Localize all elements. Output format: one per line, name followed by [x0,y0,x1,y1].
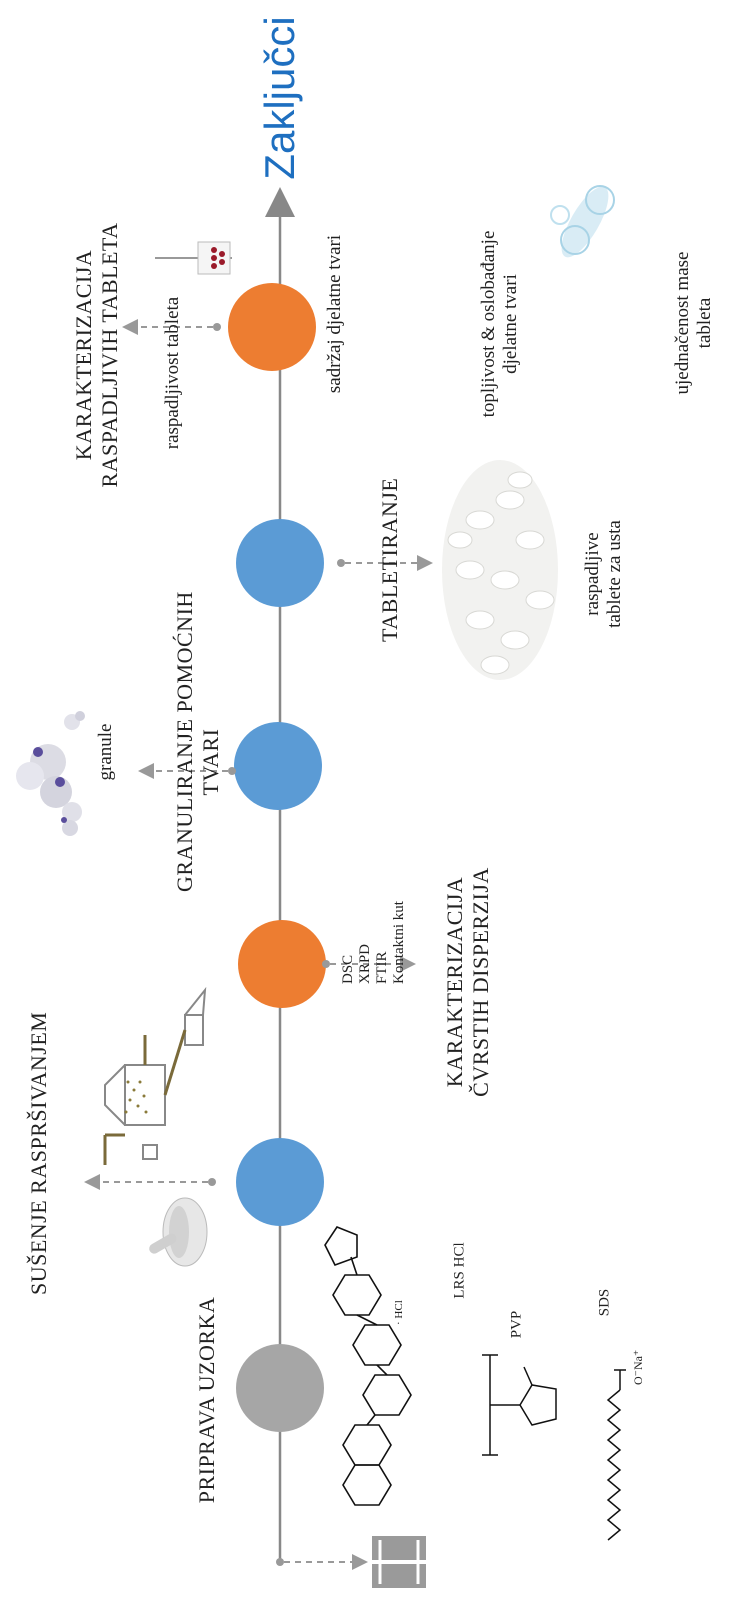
stage-label-karakterizacija-rt: KARAKTERIZACIJA RASPADLJIVIH TABLETA [71,210,123,500]
stage-label-line: TVARI [198,728,223,796]
stage-label-line: RASPADLJIVIH TABLETA [97,222,122,488]
lrs-hcl-structure-icon [324,1226,412,1506]
test-raspadljivost-label: raspadljivost tableta [162,296,183,450]
stage-label-line: KARAKTERIZACIJA [442,876,467,1088]
disintegration-tester-icon [155,241,232,275]
connector-dot [276,1558,284,1566]
method-item: Kontaktni kut [391,901,407,984]
test-topljivost-label: topljivost & oslobađanje djelatne tvari [478,214,524,434]
stage-label-line: ČVRSTIH DISPERZIJA [468,867,493,1097]
test-sadrzaj-label: sadržaj djelatne tvari [324,234,345,394]
pvp-structure-icon [482,1354,557,1456]
test-masa-line: tableta [694,297,715,349]
method-item: XRPD [357,943,373,984]
method-item: FTIR [374,951,390,984]
sds-structure-icon [606,1369,626,1541]
stage-label-karakterizacija-cd: KARAKTERIZACIJA ČVRSTIH DISPERZIJA [442,857,494,1107]
tablets-label-line: tablete za usta [604,520,625,628]
stage-circle-priprava [236,1344,324,1432]
stage-circle-karakterizacija-rt [228,283,316,371]
stage-circle-granuliranje [234,722,322,810]
tablets-label: raspadljive tablete za usta [582,499,628,649]
spray-droplets [124,1080,148,1114]
connector-dot [208,1178,216,1186]
connector-dot [322,960,330,968]
test-masa-label: ujednačenost mase tableta [672,238,718,408]
stage-circle-susenje [236,1138,324,1226]
connector-dot [228,767,236,775]
tablets-pile-icon [442,460,558,680]
test-topljivost-line: topljivost & oslobađanje [478,230,499,418]
test-topljivost-line: djelatne tvari [500,274,521,374]
hcl-label: · HCl [393,1300,405,1325]
material-pvp-label: PVP [508,1310,525,1339]
connector-dot [213,323,221,331]
book-icon [368,1530,430,1592]
stage-label-susenje: SUŠENJE RASPRŠIVANJEM [26,1011,51,1295]
method-item: DSC [340,954,356,984]
conclusion-title: Zaključci [256,16,303,180]
stage-circle-karakterizacija-cd [238,920,326,1008]
stage-label-line: GRANULIRANJE POMOĆNIH [172,591,197,892]
mortar-pestle-icon [149,1197,208,1267]
methods-list: DSC XRPD FTIR Kontaktni kut [340,844,424,984]
spray-dryer-diagram-icon [103,986,207,1165]
stage-label-tabletiranje: TABLETIRANJE [377,477,402,642]
stage-label-granuliranje: GRANULIRANJE POMOĆNIH TVARI [172,591,224,892]
stage-label-line: KARAKTERIZACIJA [71,249,96,461]
stage-circle-tabletiranje [236,519,324,607]
dissolution-molecule-icon [550,185,615,258]
test-masa-line: ujednačenost mase [672,251,693,395]
granule-label: granule [95,723,116,781]
material-lrs-label: LRS HCl [451,1242,468,1299]
connector-dot [337,559,345,567]
sds-na-label: O⁻Na⁺ [631,1350,645,1385]
stage-label-priprava: PRIPRAVA UZORKA [194,1296,219,1504]
tablets-label-line: raspadljive [582,532,603,616]
granules-icon [16,711,85,836]
material-sds-label: SDS [596,1288,613,1317]
